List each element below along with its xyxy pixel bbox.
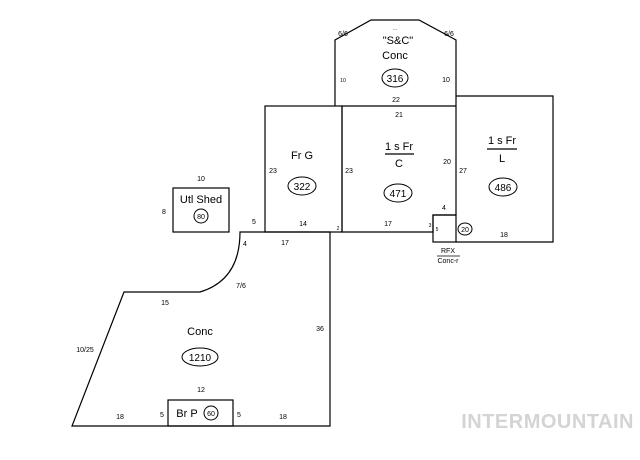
porch-dim-right: 5 (237, 412, 241, 419)
watermark-logo: INTERMOUNTAIN (461, 411, 634, 433)
rfx-area-oval (457, 222, 473, 236)
sc-dim-right: 10 (442, 77, 450, 84)
patio-area-oval (181, 347, 219, 367)
shed-dim-left: 8 (162, 209, 166, 216)
rfx-area: 4 5 20 RFX Conc-r (432, 205, 473, 265)
porch-dim-left: 5 (160, 412, 164, 419)
sc-dim-chamfer-right: 6/6 (444, 31, 454, 38)
sc-area-oval (381, 68, 409, 88)
porch-area-value: 60 (207, 411, 215, 418)
living-c-area: 21 1 s Fr C 471 23 20 17 3 2 (337, 105, 457, 233)
rfx-dim-left: 5 (436, 227, 439, 233)
patio-dim-diagonal-side: 10/25 (76, 347, 94, 354)
shed-area: 10 8 Utl Shed 80 (162, 176, 230, 233)
shed-area-oval (193, 208, 209, 224)
living-c-area-value: 471 (390, 189, 407, 200)
patio-outline (71, 231, 331, 427)
garage-dim-left: 23 (269, 168, 277, 175)
living-l-area-value: 486 (495, 183, 512, 194)
shed-dim-top: 10 (197, 176, 205, 183)
rfx-outline (432, 214, 457, 243)
living-c-dim-left: 23 (345, 168, 353, 175)
garage-area: Fr G 322 23 14 (264, 105, 343, 233)
porch-dim-top: 12 (197, 387, 205, 394)
patio-dim-bottom-left: 18 (116, 414, 124, 421)
rfx-dim-top: 4 (442, 205, 446, 212)
rfx-material: Conc-r (437, 258, 459, 265)
garage-area-value: 322 (294, 182, 311, 193)
sc-material: Conc (382, 50, 408, 62)
shed-area-value: 80 (197, 214, 205, 221)
porch-area-oval (203, 405, 219, 421)
living-l-outline (456, 95, 554, 243)
living-l-dim-bottom: 18 (500, 232, 508, 239)
sc-dim-bottom: 22 (392, 97, 400, 104)
sc-outline (334, 19, 457, 106)
patio-dim-top: 17 (281, 240, 289, 247)
patio-dim-bottom-right: 18 (279, 414, 287, 421)
porch-name: Br P (176, 408, 197, 420)
patio-area-value: 1210 (189, 353, 212, 364)
patio-dim-diagonal-top: 15 (161, 300, 169, 307)
garage-dim-bottom: 14 (299, 221, 307, 228)
sc-area: ... "S&C" Conc 316 6/6 6/6 10 10 22 (334, 19, 457, 106)
living-c-dim-right: 20 (443, 159, 451, 166)
porch-area: 12 5 5 Br P 60 (160, 387, 241, 427)
living-c-dim-top: 21 (395, 112, 403, 119)
living-l-area-oval (488, 177, 518, 197)
living-l-name: 1 s Fr (488, 135, 516, 147)
patio-area: 17 4 5 7/6 15 10/25 36 Conc 1210 18 18 (71, 219, 331, 427)
patio-material: Conc (187, 326, 213, 338)
living-c-name: 1 s Fr (385, 141, 413, 153)
sc-mark: ... (393, 26, 397, 32)
living-c-dim-notch-left: 3 (429, 223, 432, 229)
living-l-area: 1 s Fr L 486 27 18 (456, 95, 554, 243)
porch-outline (167, 399, 234, 427)
living-l-code: L (499, 153, 505, 165)
patio-dim-curve: 7/6 (236, 283, 246, 290)
sc-name: "S&C" (383, 35, 414, 47)
patio-dim-step: 5 (252, 219, 256, 226)
shed-name: Utl Shed (180, 194, 222, 206)
living-c-code: C (395, 158, 403, 170)
rfx-area-value: 20 (461, 227, 469, 234)
rfx-name: RFX (441, 248, 455, 255)
sc-dim-chamfer-left: 6/6 (338, 31, 348, 38)
living-c-area-oval (383, 183, 413, 203)
garage-area-oval (287, 176, 317, 196)
sc-area-value: 316 (387, 74, 404, 85)
sc-dim-left: 10 (340, 78, 346, 84)
shed-outline (172, 187, 230, 233)
living-c-dim-notch-bottom: 2 (337, 226, 340, 232)
patio-dim-right: 36 (316, 326, 324, 333)
living-c-dim-bottom: 17 (384, 221, 392, 228)
patio-dim-top-left: 4 (243, 241, 247, 248)
garage-name: Fr G (291, 150, 313, 162)
living-l-dim-left: 27 (459, 168, 467, 175)
